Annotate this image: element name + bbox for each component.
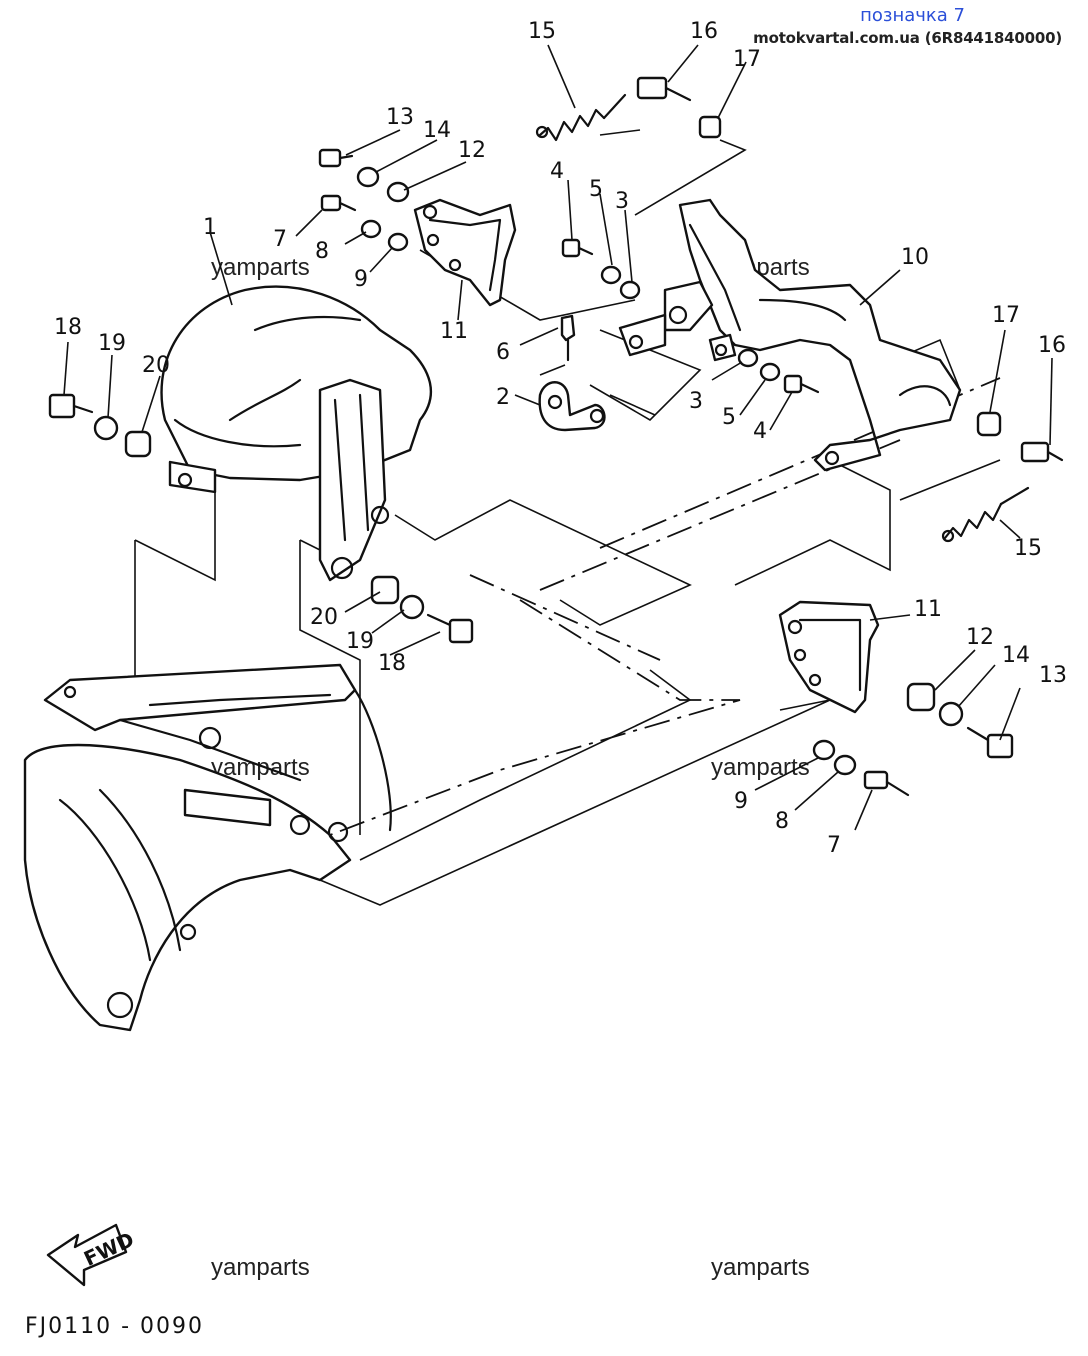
callout-2: 2 xyxy=(496,385,510,410)
assembly-line xyxy=(299,540,361,835)
callout-20: 20 xyxy=(142,353,170,378)
callout-4: 4 xyxy=(550,159,564,184)
bolt-part xyxy=(561,238,594,258)
bolt-part xyxy=(48,393,94,419)
assembly-line xyxy=(319,699,831,906)
watermark: yamparts xyxy=(211,1254,310,1281)
bolt-part xyxy=(426,613,474,644)
callout-16: 16 xyxy=(1038,333,1066,358)
callout-19: 19 xyxy=(98,331,126,356)
callout-13: 13 xyxy=(1039,663,1067,688)
diagram-badge: позначка 7 xyxy=(860,5,965,26)
assembly-line xyxy=(134,492,216,582)
callout-14: 14 xyxy=(1002,643,1030,668)
callout-12: 12 xyxy=(458,138,486,163)
callout-7: 7 xyxy=(273,227,287,252)
assembly-line xyxy=(899,459,1001,501)
watermark: yamparts xyxy=(711,1254,810,1281)
callout-10: 10 xyxy=(901,245,929,270)
callout-11: 11 xyxy=(440,319,468,344)
spring-part xyxy=(941,486,1030,543)
bolt-part xyxy=(863,770,910,797)
assembly-line xyxy=(599,129,641,136)
collar-part xyxy=(370,575,400,605)
callout-17: 17 xyxy=(992,303,1020,328)
callout-16: 16 xyxy=(690,19,718,44)
bolt-part xyxy=(636,76,692,102)
callout-3: 3 xyxy=(689,389,703,414)
assembly-line xyxy=(469,574,661,661)
grease-nipple-part xyxy=(560,314,576,362)
bolt-part xyxy=(318,148,354,168)
bolt-part xyxy=(966,726,1014,759)
callout-9: 9 xyxy=(354,267,368,292)
source-caption: motokvartal.com.ua (6R8441840000) xyxy=(753,29,1062,47)
callout-15: 15 xyxy=(1014,536,1042,561)
callout-6: 6 xyxy=(496,340,510,365)
assembly-line xyxy=(329,599,741,836)
engine-cover-part xyxy=(160,285,433,582)
washer-part xyxy=(600,265,781,382)
bolt-part xyxy=(783,374,820,394)
callout-8: 8 xyxy=(315,239,329,264)
mounting-plate-part xyxy=(413,198,517,307)
assembly-line xyxy=(539,364,656,416)
steering-bracket-part xyxy=(618,198,962,472)
bolt-part xyxy=(320,194,357,212)
spring-part xyxy=(535,93,627,142)
mounting-plate-part xyxy=(778,600,880,714)
collar-part xyxy=(698,115,722,139)
collar-part xyxy=(906,682,936,712)
washer-part xyxy=(399,594,425,620)
callout-18: 18 xyxy=(378,651,406,676)
callout-14: 14 xyxy=(423,118,451,143)
callout-4: 4 xyxy=(753,419,767,444)
figure-code: FJ0110 - 0090 xyxy=(25,1314,205,1339)
forward-direction-arrow-icon: FWD xyxy=(46,1223,138,1287)
callout-7: 7 xyxy=(827,833,841,858)
bolt-part xyxy=(1020,441,1064,463)
callout-3: 3 xyxy=(615,189,629,214)
assembly-line xyxy=(634,139,747,216)
callout-18: 18 xyxy=(54,315,82,340)
callout-15: 15 xyxy=(528,19,556,44)
callout-12: 12 xyxy=(966,625,994,650)
washer-part xyxy=(812,739,857,776)
callout-1: 1 xyxy=(203,215,217,240)
callout-17: 17 xyxy=(733,47,761,72)
callout-5: 5 xyxy=(589,177,603,202)
collar-part xyxy=(124,430,152,458)
callout-9: 9 xyxy=(734,789,748,814)
washer-part xyxy=(938,701,964,727)
callout-11: 11 xyxy=(914,597,942,622)
assembly-line xyxy=(734,459,891,586)
watermark: yamparts xyxy=(211,254,310,281)
collar-part xyxy=(976,411,1002,437)
engine-body-assembly xyxy=(23,663,392,1032)
washer-part xyxy=(93,415,119,441)
assembly-line xyxy=(359,669,692,861)
lower-bracket-part xyxy=(538,381,606,432)
washer-part xyxy=(356,166,410,252)
callout-5: 5 xyxy=(722,405,736,430)
assembly-line xyxy=(394,499,692,626)
watermark: yamparts xyxy=(711,754,810,781)
leader-lines xyxy=(63,44,1053,831)
callout-13: 13 xyxy=(386,105,414,130)
callout-19: 19 xyxy=(346,629,374,654)
callout-20: 20 xyxy=(310,605,338,630)
callout-8: 8 xyxy=(775,809,789,834)
